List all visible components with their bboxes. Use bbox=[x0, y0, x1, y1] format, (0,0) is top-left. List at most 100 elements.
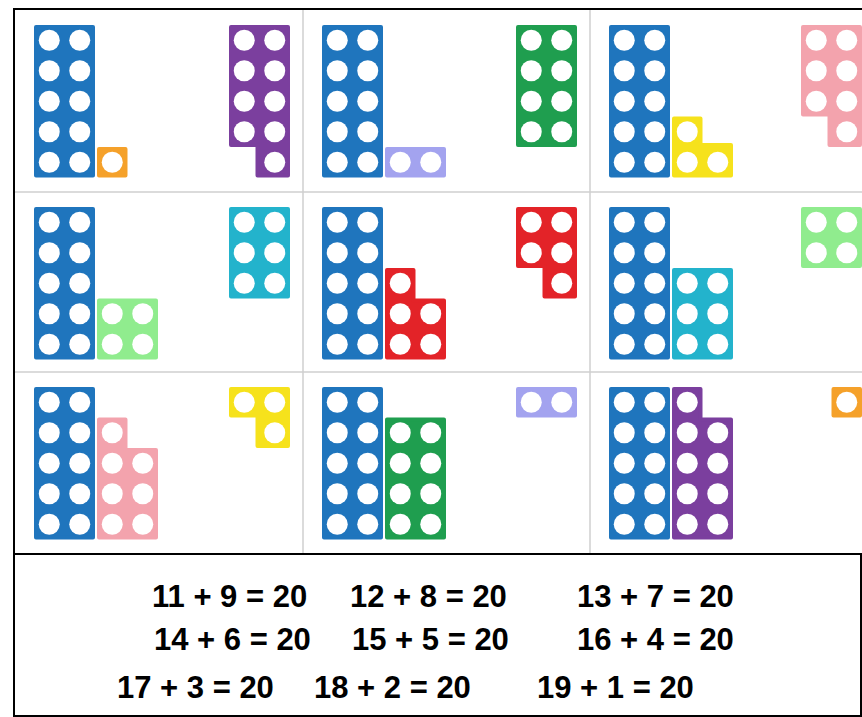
numicon-hole bbox=[39, 30, 60, 51]
numicon-hole bbox=[69, 483, 90, 504]
numicon-hole bbox=[327, 60, 348, 81]
numicon-hole bbox=[357, 334, 378, 355]
equation: 13 + 7 = 20 bbox=[577, 579, 734, 615]
numicon-hole bbox=[677, 483, 698, 504]
numicon-plate bbox=[324, 27, 381, 176]
numicon-hole bbox=[69, 242, 90, 263]
numicon-hole bbox=[677, 121, 698, 142]
numicon-10 bbox=[324, 27, 381, 176]
numicon-hole bbox=[39, 392, 60, 413]
numicon-hole bbox=[39, 422, 60, 443]
numicon-hole bbox=[420, 453, 441, 474]
numicon-hole bbox=[551, 30, 572, 51]
numicon-hole bbox=[644, 392, 665, 413]
numicon-plate bbox=[387, 270, 444, 358]
numicon-hole bbox=[420, 514, 441, 535]
numicon-hole bbox=[327, 273, 348, 294]
numicon-10 bbox=[36, 209, 93, 358]
numicon-hole bbox=[644, 30, 665, 51]
numicon-plate bbox=[99, 420, 156, 538]
numicon-hole bbox=[357, 422, 378, 443]
numicon-hole bbox=[69, 392, 90, 413]
numicon-hole bbox=[836, 212, 857, 233]
numicon-10 bbox=[36, 389, 93, 538]
numicon-hole bbox=[677, 422, 698, 443]
numicon-hole bbox=[644, 483, 665, 504]
outer-border bbox=[13, 8, 862, 10]
numicon-hole bbox=[551, 121, 572, 142]
numicon-hole bbox=[69, 273, 90, 294]
equation: 18 + 2 = 20 bbox=[314, 670, 471, 706]
grid-line bbox=[15, 371, 862, 373]
numicon-hole bbox=[521, 30, 542, 51]
numicon-plate bbox=[611, 389, 668, 538]
numicon-hole bbox=[836, 242, 857, 263]
numicon-hole bbox=[677, 514, 698, 535]
numicon-10 bbox=[611, 209, 668, 358]
numicon-hole bbox=[327, 514, 348, 535]
grid-line bbox=[15, 191, 862, 193]
numicon-hole bbox=[390, 334, 411, 355]
numicon-hole bbox=[327, 212, 348, 233]
numicon-hole bbox=[614, 422, 635, 443]
numicon-plate bbox=[324, 389, 381, 538]
numicon-hole bbox=[644, 212, 665, 233]
numicon-hole bbox=[551, 91, 572, 112]
numicon-hole bbox=[836, 392, 857, 413]
numicon-hole bbox=[234, 60, 255, 81]
numicon-1 bbox=[834, 389, 861, 416]
numicon-hole bbox=[327, 30, 348, 51]
numicon-hole bbox=[357, 483, 378, 504]
numicon-10 bbox=[36, 27, 93, 176]
numicon-hole bbox=[677, 303, 698, 324]
numicon-hole bbox=[69, 91, 90, 112]
numicon-10 bbox=[324, 209, 381, 358]
numicon-hole bbox=[264, 273, 285, 294]
numicon-hole bbox=[357, 273, 378, 294]
equation: 16 + 4 = 20 bbox=[577, 622, 734, 658]
numicon-hole bbox=[132, 483, 153, 504]
numicon-hole bbox=[132, 453, 153, 474]
numicon-hole bbox=[327, 422, 348, 443]
numicon-hole bbox=[102, 422, 123, 443]
numicon-hole bbox=[102, 334, 123, 355]
numicon-plate bbox=[99, 149, 126, 176]
numicon-hole bbox=[390, 303, 411, 324]
numicon-hole bbox=[806, 60, 827, 81]
numicon-plate bbox=[834, 389, 861, 416]
numicon-hole bbox=[614, 60, 635, 81]
numicon-hole bbox=[69, 303, 90, 324]
numicon-5 bbox=[518, 209, 575, 297]
numicon-hole bbox=[390, 453, 411, 474]
numicon-hole bbox=[264, 212, 285, 233]
numicon-hole bbox=[521, 212, 542, 233]
numicon-hole bbox=[69, 422, 90, 443]
numicon-hole bbox=[39, 334, 60, 355]
numicon-hole bbox=[102, 152, 123, 173]
numicon-hole bbox=[264, 121, 285, 142]
grid-line bbox=[589, 10, 591, 553]
numicon-hole bbox=[102, 453, 123, 474]
numicon-hole bbox=[357, 242, 378, 263]
numicon-hole bbox=[551, 273, 572, 294]
numicon-hole bbox=[69, 60, 90, 81]
numicon-hole bbox=[707, 334, 728, 355]
numicon-plate bbox=[611, 209, 668, 358]
numicon-hole bbox=[102, 483, 123, 504]
numicon-3 bbox=[674, 119, 731, 176]
numicon-hole bbox=[234, 91, 255, 112]
numicon-hole bbox=[707, 303, 728, 324]
numicon-10 bbox=[611, 389, 668, 538]
numicon-8 bbox=[387, 420, 444, 538]
numicon-hole bbox=[614, 91, 635, 112]
numicon-hole bbox=[357, 60, 378, 81]
numicon-plate bbox=[387, 149, 444, 176]
equation-box: 11 + 9 = 2012 + 8 = 2013 + 7 = 2014 + 6 … bbox=[13, 553, 862, 717]
numicon-hole bbox=[806, 91, 827, 112]
numicon-hole bbox=[357, 514, 378, 535]
numicon-hole bbox=[420, 334, 441, 355]
numicon-hole bbox=[264, 392, 285, 413]
numicon-9 bbox=[674, 389, 731, 538]
numicon-hole bbox=[521, 121, 542, 142]
numicon-10 bbox=[324, 389, 381, 538]
